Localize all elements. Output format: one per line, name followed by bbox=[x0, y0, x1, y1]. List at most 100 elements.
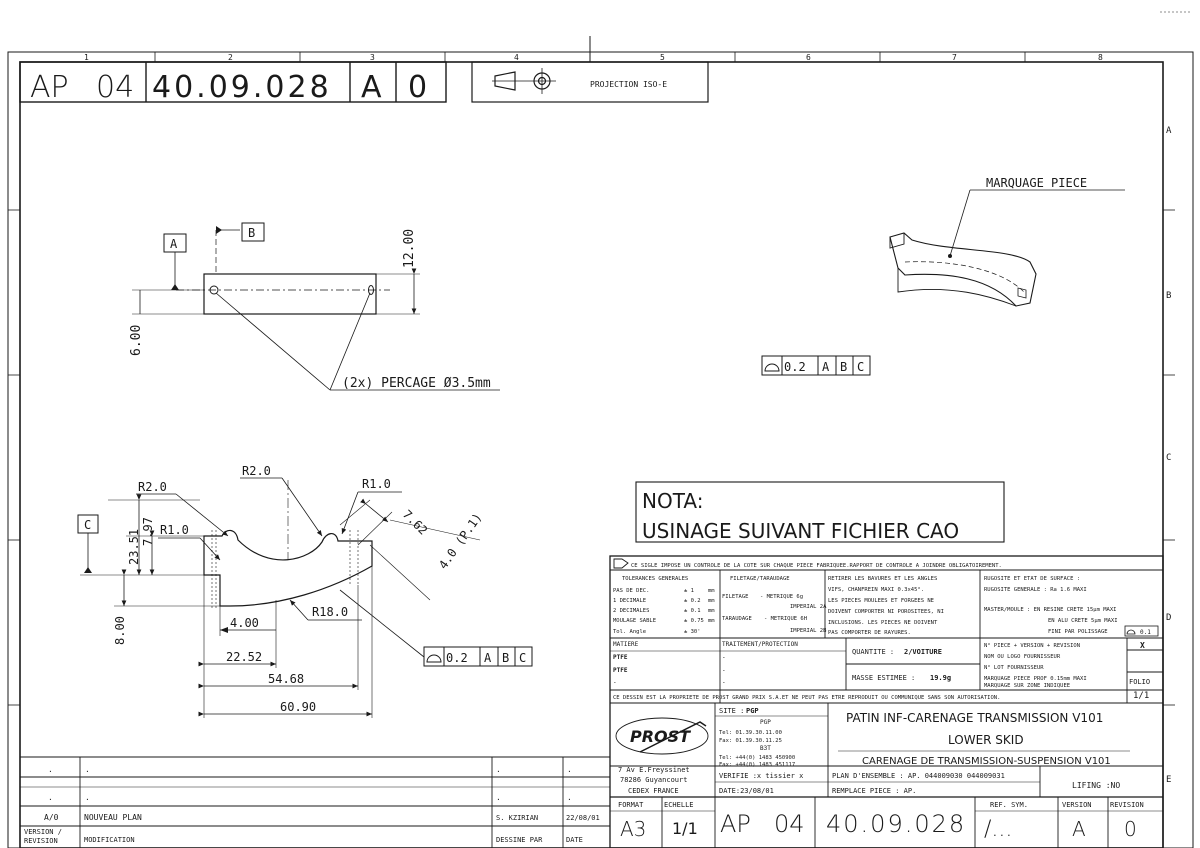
outer-frame bbox=[7, 51, 1194, 848]
dim-6-label: 6.00 bbox=[129, 325, 144, 356]
iso-tol-datum-c: C bbox=[857, 360, 864, 374]
rev-head-version-1: VERSION / bbox=[24, 828, 62, 836]
header-ref-prefix: AP bbox=[30, 70, 69, 105]
rugosite-symbol-value: 0.1 bbox=[1140, 629, 1151, 636]
dim-23-51: 23.51 bbox=[127, 529, 141, 565]
rev-row-dessine: S. KZIRIAN bbox=[496, 814, 538, 822]
rugo-line-2: RUGOSITE GENERALE : Ra 1.6 MAXI bbox=[984, 587, 1087, 593]
rev-head-date: DATE bbox=[566, 836, 583, 844]
date-value: DATE:23/08/01 bbox=[719, 787, 774, 795]
verifie-value: VERIFIE :x tissier x bbox=[719, 772, 803, 780]
grid-col-6: 6 bbox=[806, 53, 811, 62]
profile-tolerance-icon bbox=[426, 654, 442, 663]
grid-row-e: E bbox=[1166, 775, 1171, 785]
datum-b-label: B bbox=[248, 226, 255, 240]
header-ref-suffix: A bbox=[361, 70, 382, 105]
masse-label: MASSE ESTIMEE : bbox=[852, 674, 915, 682]
tol-row-1-value: ± 1 bbox=[684, 588, 694, 594]
retirer-line-3: LES PIECES MOULEES ET FORGEES NE bbox=[828, 598, 934, 604]
matiere-line-2: PTFE bbox=[613, 667, 628, 674]
control-symbol-icon bbox=[613, 558, 629, 569]
dim-7-62: 7.62 bbox=[400, 507, 430, 537]
tol-row-4-unit: mm bbox=[708, 618, 715, 624]
profile-tol-datum-c: C bbox=[519, 651, 526, 665]
iso-tol-value: 0.2 bbox=[784, 360, 806, 374]
rugosite-symbol-icon bbox=[1126, 629, 1136, 635]
matiere-line-3: - bbox=[613, 679, 617, 686]
rev-row-date: 22/08/01 bbox=[566, 814, 600, 822]
revision-value: 0 bbox=[1124, 817, 1137, 841]
profile-tolerance-frame: 0.2 A B C bbox=[423, 646, 533, 667]
rev-empty-dot: . bbox=[48, 793, 53, 802]
retirer-line-2: VIFS, CHANFREIN MAXI 0.3x45°. bbox=[828, 587, 924, 593]
marquage-label: MARQUAGE PIECE bbox=[986, 176, 1087, 190]
site-label: SITE : bbox=[719, 707, 744, 715]
prost-logo-text: PROST bbox=[630, 727, 691, 746]
ref-sym-value: /... bbox=[984, 817, 1012, 842]
ref-sym-label: REF. SYM. bbox=[990, 801, 1028, 809]
remplace-piece: REMPLACE PIECE : AP. bbox=[832, 787, 916, 795]
tol-row-5-label: Tol. Angle bbox=[613, 629, 646, 635]
filetage-row-3-value: - METRIQUE 6H bbox=[764, 616, 807, 622]
matiere-line-1: PTFE bbox=[613, 654, 628, 661]
nota-box: NOTA: USINAGE SUIVANT FICHIER CAO bbox=[635, 481, 1005, 543]
tol-row-1-unit: mm bbox=[708, 588, 715, 594]
header-drawing-number: AP 04 40.09.028 A 0 bbox=[19, 61, 447, 105]
filetage-row-4-value: IMPERIAL 2B bbox=[790, 628, 827, 634]
site-value: PGP bbox=[746, 707, 759, 715]
format-label: FORMAT bbox=[618, 801, 644, 809]
site-line-4: B3T bbox=[760, 745, 771, 752]
traitement-line-1: - bbox=[722, 654, 726, 661]
retirer-line-1: RETIRER LES BAVURES ET LES ANGLES bbox=[828, 576, 937, 582]
header-ref-number: 40.09.028 bbox=[152, 70, 332, 105]
filetage-row-1-value: - METRIQUE 6g bbox=[760, 594, 803, 600]
nota-title: NOTA: bbox=[642, 489, 703, 513]
grid-row-b: B bbox=[1166, 291, 1171, 301]
revision-label: REVISION bbox=[1110, 801, 1144, 809]
site-line-1: PGP bbox=[760, 719, 771, 726]
dim-22-52: 22.52 bbox=[226, 650, 262, 664]
piece-line-2: NOM OU LOGO FOURNISSEUR bbox=[984, 654, 1061, 660]
iso-tol-datum-a: A bbox=[822, 360, 830, 374]
dim-54-68: 54.68 bbox=[268, 672, 304, 686]
rev-empty-dot: . bbox=[567, 793, 572, 802]
tol-row-5-value: ± 30' bbox=[684, 629, 701, 635]
traitement-line-2: - bbox=[722, 667, 726, 674]
grid-col-3: 3 bbox=[370, 53, 375, 62]
piece-line-4: MARQUAGE PIECE PROF 0.15mm MAXI bbox=[984, 676, 1087, 682]
profile-tol-value: 0.2 bbox=[446, 651, 468, 665]
rev-empty-dot: . bbox=[567, 765, 572, 774]
site-line-2: Tel: 01.39.30.11.00 bbox=[719, 730, 782, 736]
tol-row-2-value: ± 0.2 bbox=[684, 598, 701, 604]
site-line-3: Fax: 01.39.30.11.25 bbox=[719, 738, 782, 744]
footer-ref-number: 40.09.028 bbox=[826, 810, 966, 838]
profile-tol-datum-b: B bbox=[502, 651, 509, 665]
dim-7-97: 7.97 bbox=[141, 517, 155, 546]
rugo-line-6: FINI PAR POLISSAGE bbox=[1048, 629, 1108, 635]
retirer-line-5: INCLUSIONS. LES PIECES NE DOIVENT bbox=[828, 620, 938, 626]
tol-row-4-label: MOULAGE SABLE bbox=[613, 618, 656, 624]
grid-row-d: D bbox=[1166, 613, 1171, 623]
iso-view: MARQUAGE PIECE bbox=[889, 176, 1125, 307]
tol-row-3-label: 2 DECIMALES bbox=[613, 608, 649, 614]
rev-row-modification: NOUVEAU PLAN bbox=[84, 813, 142, 822]
revision-table: . . . . . . . . A/0 NOUVEAU PLAN S. KZIR… bbox=[20, 756, 610, 848]
grid-row-c: C bbox=[1166, 453, 1171, 463]
address-line-1: 7 Av E.Freyssinet bbox=[618, 766, 690, 774]
dim-60-90: 60.90 bbox=[280, 700, 316, 714]
profile-view: C 23.51 7.97 8.00 R2.0 R1.0 R2.0 R1.0 R1… bbox=[77, 464, 485, 718]
projection-cone-icon bbox=[494, 71, 516, 91]
control-notice: CE SIGLE IMPOSE UN CONTROLE DE LA COTE S… bbox=[631, 563, 1002, 569]
grid-row-markers: A B C D E bbox=[8, 126, 1175, 785]
grid-col-4: 4 bbox=[514, 53, 519, 62]
tol-row-2-unit: mm bbox=[708, 598, 715, 604]
radius-r2-0-left: R2.0 bbox=[138, 480, 167, 494]
title-line-1: PATIN INF-CARENAGE TRANSMISSION V101 bbox=[846, 711, 1103, 725]
tol-row-2-label: 1 DECIMALE bbox=[613, 598, 646, 604]
rev-head-modification: MODIFICATION bbox=[84, 836, 135, 844]
filetage-row-3-label: TARAUDAGE bbox=[722, 616, 752, 622]
dim-8-00: 8.00 bbox=[113, 616, 127, 645]
prost-logo-icon bbox=[615, 717, 709, 755]
projection-label: PROJECTION ISO-E bbox=[590, 80, 667, 89]
